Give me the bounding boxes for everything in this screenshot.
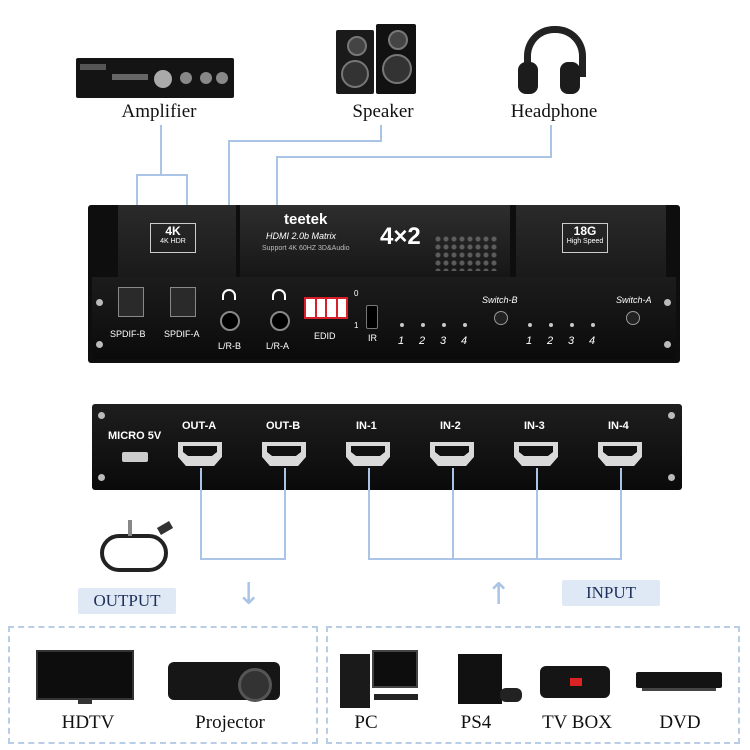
ir-window: [366, 305, 378, 329]
micro-usb-port[interactable]: [122, 452, 148, 462]
port-label-in-3: IN-3: [524, 420, 545, 432]
headphone-a-icon: [272, 289, 286, 300]
led-a-1: 1: [526, 335, 533, 347]
spdif-b-label: SPDIF-B: [110, 329, 146, 339]
edid-digit-1: 1: [307, 309, 312, 318]
switch-a-button[interactable]: [626, 311, 640, 325]
output-devices-box: [8, 626, 318, 744]
led-b-1: 1: [398, 335, 405, 347]
edid-digit-3: 3: [329, 309, 334, 318]
matrix-rear-panel: MICRO 5V OUT-A OUT-B IN-1 IN-2 IN-3 IN-4: [92, 404, 682, 490]
arrow-down-icon: ↓: [236, 577, 262, 612]
badge-18g: 18G High Speed: [562, 223, 608, 253]
lr-b-jack[interactable]: [220, 311, 240, 331]
ir-label: IR: [368, 333, 377, 343]
model-line1: HDMI 2.0b Matrix: [266, 231, 337, 241]
switch-b-label: Switch-B: [482, 295, 518, 305]
spdif-a-label: SPDIF-A: [164, 329, 200, 339]
hdmi-port-in-1[interactable]: [346, 442, 390, 466]
switch-a-label: Switch-A: [616, 295, 652, 305]
model-line2: Support 4K 60HZ 3D&Audio: [262, 245, 350, 252]
dvd-label: DVD: [659, 712, 701, 733]
edid-dip-switch[interactable]: [304, 297, 348, 319]
spdif-a-port[interactable]: [170, 287, 196, 317]
usb-cable-image: [98, 520, 178, 572]
led-b-3: 3: [440, 335, 447, 347]
dip-off-label: 1: [354, 321, 359, 330]
hdmi-port-in-2[interactable]: [430, 442, 474, 466]
led-a-4: 4: [589, 335, 596, 347]
port-label-in-4: IN-4: [608, 420, 629, 432]
dip-on-label: 0: [354, 289, 359, 298]
lr-a-jack[interactable]: [270, 311, 290, 331]
hdtv-label: HDTV: [61, 712, 115, 733]
port-label-in-1: IN-1: [356, 420, 377, 432]
pc-image: [340, 650, 420, 710]
speaker-label: Speaker: [352, 101, 414, 122]
badge-4k: 4K 4K HDR: [150, 223, 196, 253]
ps4-image: [458, 654, 522, 708]
port-label-out-b: OUT-B: [266, 420, 301, 432]
model-big: 4×2: [380, 223, 421, 250]
hdmi-port-in-3[interactable]: [514, 442, 558, 466]
dvd-image: [636, 672, 722, 694]
ps4-label: PS4: [460, 712, 492, 733]
spdif-b-port[interactable]: [118, 287, 144, 317]
micro-usb-label: MICRO 5V: [108, 430, 162, 442]
led-b-2: 2: [419, 335, 426, 347]
headphone-image: [518, 22, 586, 96]
hdmi-port-out-a[interactable]: [178, 442, 222, 466]
lr-b-label: L/R-B: [218, 341, 242, 351]
edid-label: EDID: [314, 331, 336, 341]
amplifier-label: Amplifier: [121, 101, 197, 122]
tv-box-image: [540, 660, 612, 700]
led-a-3: 3: [568, 335, 575, 347]
hdtv-image: [36, 650, 134, 706]
input-label: INPUT: [562, 580, 660, 606]
led-a-2: 2: [547, 335, 554, 347]
brand-logo: teetek: [284, 211, 327, 229]
projector-image: [168, 656, 280, 702]
pc-label: PC: [354, 712, 378, 733]
headphone-b-icon: [222, 289, 236, 300]
port-label-out-a: OUT-A: [182, 420, 217, 432]
hdmi-port-out-b[interactable]: [262, 442, 306, 466]
speaker-image: [336, 22, 416, 96]
headphone-label: Headphone: [510, 101, 598, 122]
amplifier-image: [76, 58, 234, 98]
led-b-4: 4: [461, 335, 468, 347]
port-label-in-2: IN-2: [440, 420, 461, 432]
edid-digit-4: 4: [340, 309, 345, 318]
edid-digit-2: 2: [318, 309, 323, 318]
output-label: OUTPUT: [78, 588, 176, 614]
lr-a-label: L/R-A: [266, 341, 290, 351]
brand-text: teetek: [284, 211, 328, 228]
arrow-up-icon: ↑: [486, 577, 512, 612]
hdmi-port-in-4[interactable]: [598, 442, 642, 466]
hex-pattern: [434, 235, 498, 271]
switch-b-button[interactable]: [494, 311, 508, 325]
input-devices-box: [326, 626, 740, 744]
matrix-front-panel: 4K 4K HDR teetek HDMI 2.0b Matrix Suppor…: [88, 205, 680, 363]
projector-label: Projector: [195, 712, 265, 733]
tv-box-label: TV BOX: [542, 712, 612, 733]
